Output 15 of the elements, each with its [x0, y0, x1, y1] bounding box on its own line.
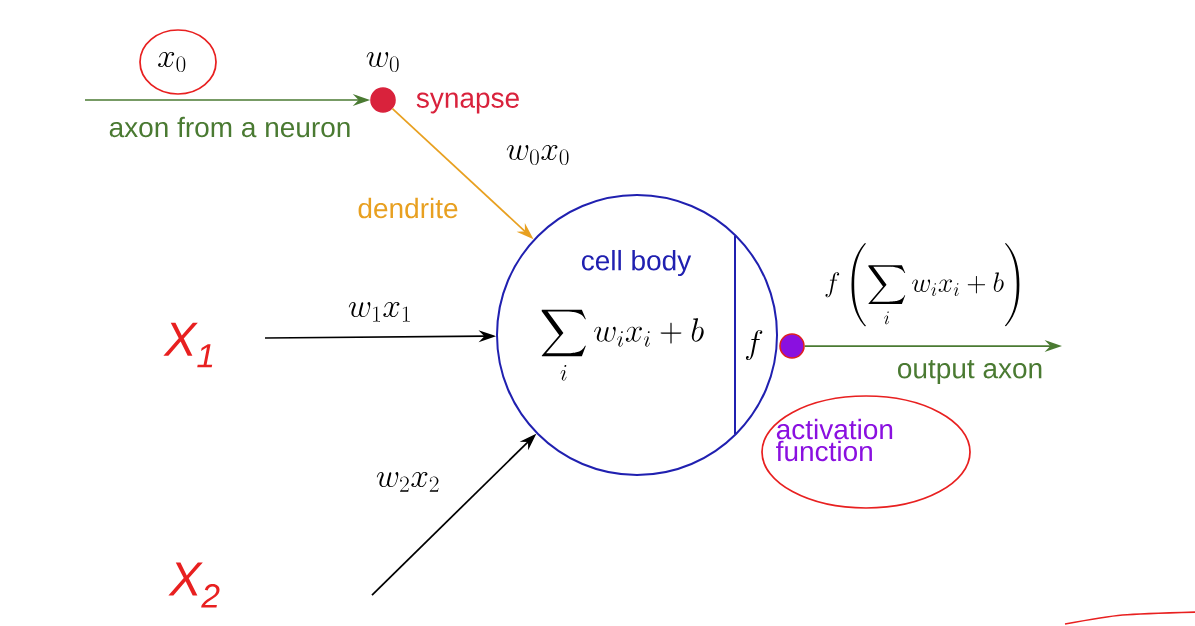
formula-label: $w_1x_1$ — [348, 302, 410, 322]
formula-label: $x_0$ — [158, 52, 186, 72]
node-caption: $w_0$ — [366, 52, 399, 72]
formula-label: $f\left(\sum_i w_ix_i+b\right)$ — [825, 243, 1020, 327]
edge-label: dendrite — [356, 196, 460, 220]
edge-label: axon from a neuron — [107, 115, 353, 139]
handwritten-label: X$_{2}$ — [168, 562, 220, 608]
activation-dot — [779, 333, 805, 359]
node-caption: synapse — [416, 92, 519, 114]
formula-label: $w_2x_2$ — [376, 472, 439, 492]
handwritten-label: X$_{1}$ — [163, 322, 213, 368]
edge-label: output axon — [895, 358, 1045, 386]
text-label: activation function — [776, 418, 893, 462]
synapse-dot — [370, 87, 396, 113]
formula-label: $w_0x_0$ — [506, 145, 569, 165]
